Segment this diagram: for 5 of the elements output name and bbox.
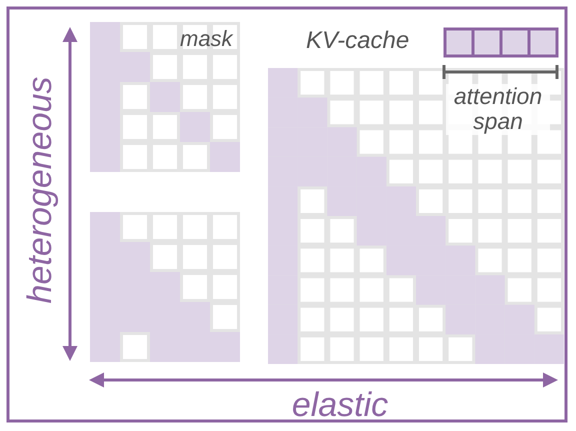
grid-label: KV-cache	[306, 29, 410, 53]
axis-label: elastic	[292, 388, 388, 422]
grid-label: mask	[180, 28, 233, 50]
grid-label: attention span	[446, 84, 550, 135]
axis-label: heterogeneous	[23, 76, 57, 304]
